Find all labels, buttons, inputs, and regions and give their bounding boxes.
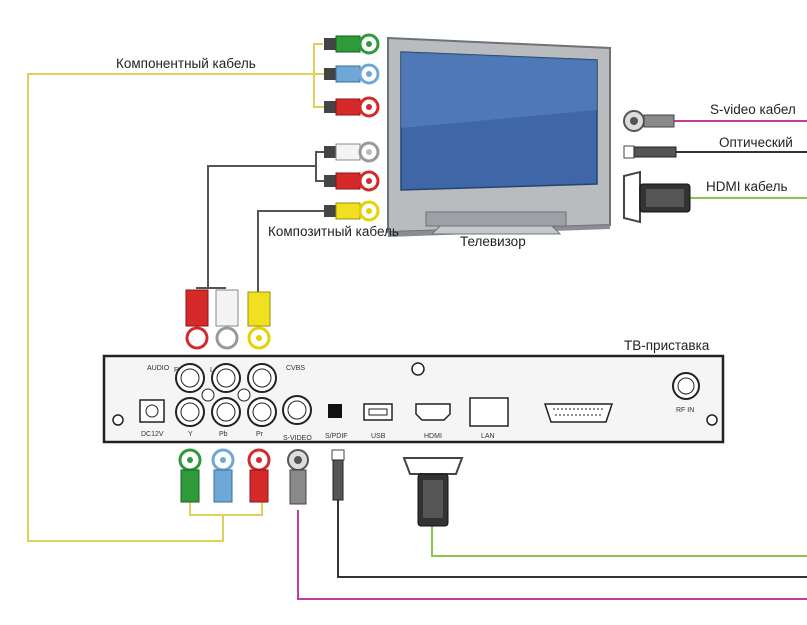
spdif-port — [328, 404, 342, 418]
y-port-label: Y — [188, 431, 193, 438]
hdmi-plug-tv — [623, 170, 691, 224]
component-cable-label: Компонентный кабель — [116, 56, 256, 71]
hdmi-port — [415, 403, 451, 421]
svideo-cable-wire — [297, 510, 807, 600]
stb-plug-green — [178, 448, 202, 503]
hdmi-port-label: HDMI — [424, 433, 442, 440]
svideo-plug-tv — [623, 110, 675, 132]
dc-port-label: DC12V — [141, 431, 164, 438]
wires — [27, 43, 807, 600]
stb-plug-blue — [211, 448, 235, 503]
optical-cable-label: Оптический — [719, 135, 793, 150]
tv-plug-green — [324, 33, 380, 55]
tv — [387, 36, 611, 237]
component-cable-wire — [27, 43, 327, 542]
svideo-port-label: S-VIDEO — [283, 435, 312, 442]
audio-port-label-r: R — [174, 367, 179, 374]
optical-plug-tv — [623, 145, 677, 159]
dc-port — [139, 399, 165, 423]
stb-plug-red — [247, 448, 271, 503]
optical-plug-stb — [331, 449, 345, 501]
svideo-plug-stb — [287, 449, 309, 505]
composite-cable-label: Композитный кабель — [268, 224, 399, 239]
hdmi-cable-label: HDMI кабель — [706, 179, 788, 194]
stb-plug-yellow — [247, 291, 271, 350]
port-labels: AUDIO R L CVBS DC12V Y Pb Pr S-VIDEO S/P… — [141, 365, 694, 442]
pb-port-label: Pb — [219, 431, 228, 438]
rf-in-port-label: RF IN — [676, 407, 694, 414]
scart-port — [543, 403, 614, 423]
svideo-cable-label: S-video кабел — [710, 102, 796, 117]
audio-port-label-l: L — [210, 367, 214, 374]
stb-plug-white-audio — [215, 289, 239, 350]
hdmi-cable-wire — [431, 525, 807, 557]
spdif-port-label: S/PDIF — [325, 433, 348, 440]
stb-label: ТВ-приставка — [624, 338, 710, 353]
tv-plug-white — [324, 141, 380, 163]
tv-plug-yellow — [324, 200, 380, 222]
lan-port — [469, 397, 509, 427]
cvbs-port-label: CVBS — [286, 365, 305, 372]
tv-plug-blue — [324, 63, 380, 85]
component-ports — [175, 388, 277, 427]
hdmi-plug-stb — [402, 457, 464, 527]
rf-in-port — [672, 372, 700, 400]
component-cable-bridge — [189, 500, 263, 516]
main-labels: Компонентный кабель Композитный кабель Т… — [116, 56, 796, 353]
stb-plug-red-audio — [185, 289, 209, 350]
tv-plug-red-audio — [324, 170, 380, 192]
svideo-port — [282, 395, 312, 425]
optical-cable-wire — [337, 500, 807, 578]
usb-port — [363, 403, 393, 421]
composite-cable-wire — [257, 210, 327, 293]
pr-port-label: Pr — [256, 431, 264, 438]
audio-cable-wire — [196, 151, 327, 289]
lan-port-label: LAN — [481, 433, 495, 440]
tv-plug-red — [324, 96, 380, 118]
tv-label: Телевизор — [460, 234, 526, 249]
usb-port-label: USB — [371, 433, 386, 440]
audio-port-label: AUDIO — [147, 365, 170, 372]
cvbs-port — [247, 363, 277, 393]
audio-ports — [175, 363, 241, 393]
